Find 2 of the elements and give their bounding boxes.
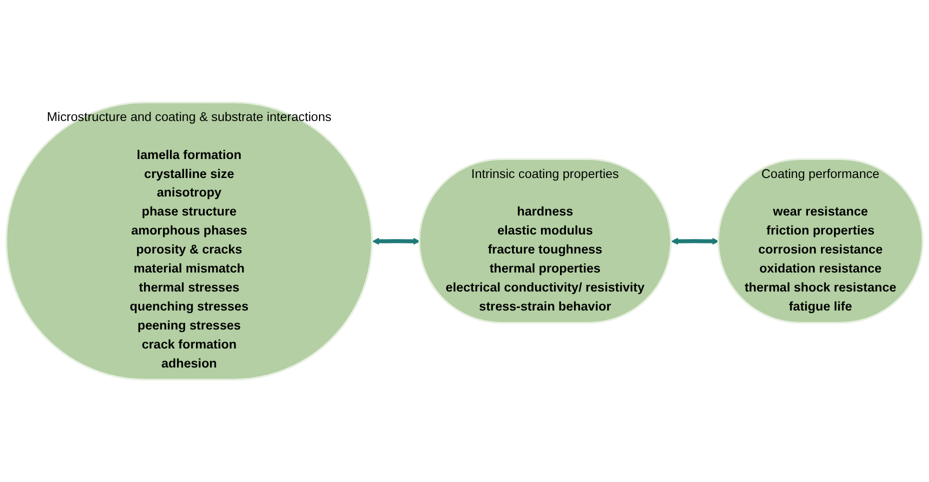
arrow: [671, 238, 719, 245]
arrow: [372, 238, 420, 245]
